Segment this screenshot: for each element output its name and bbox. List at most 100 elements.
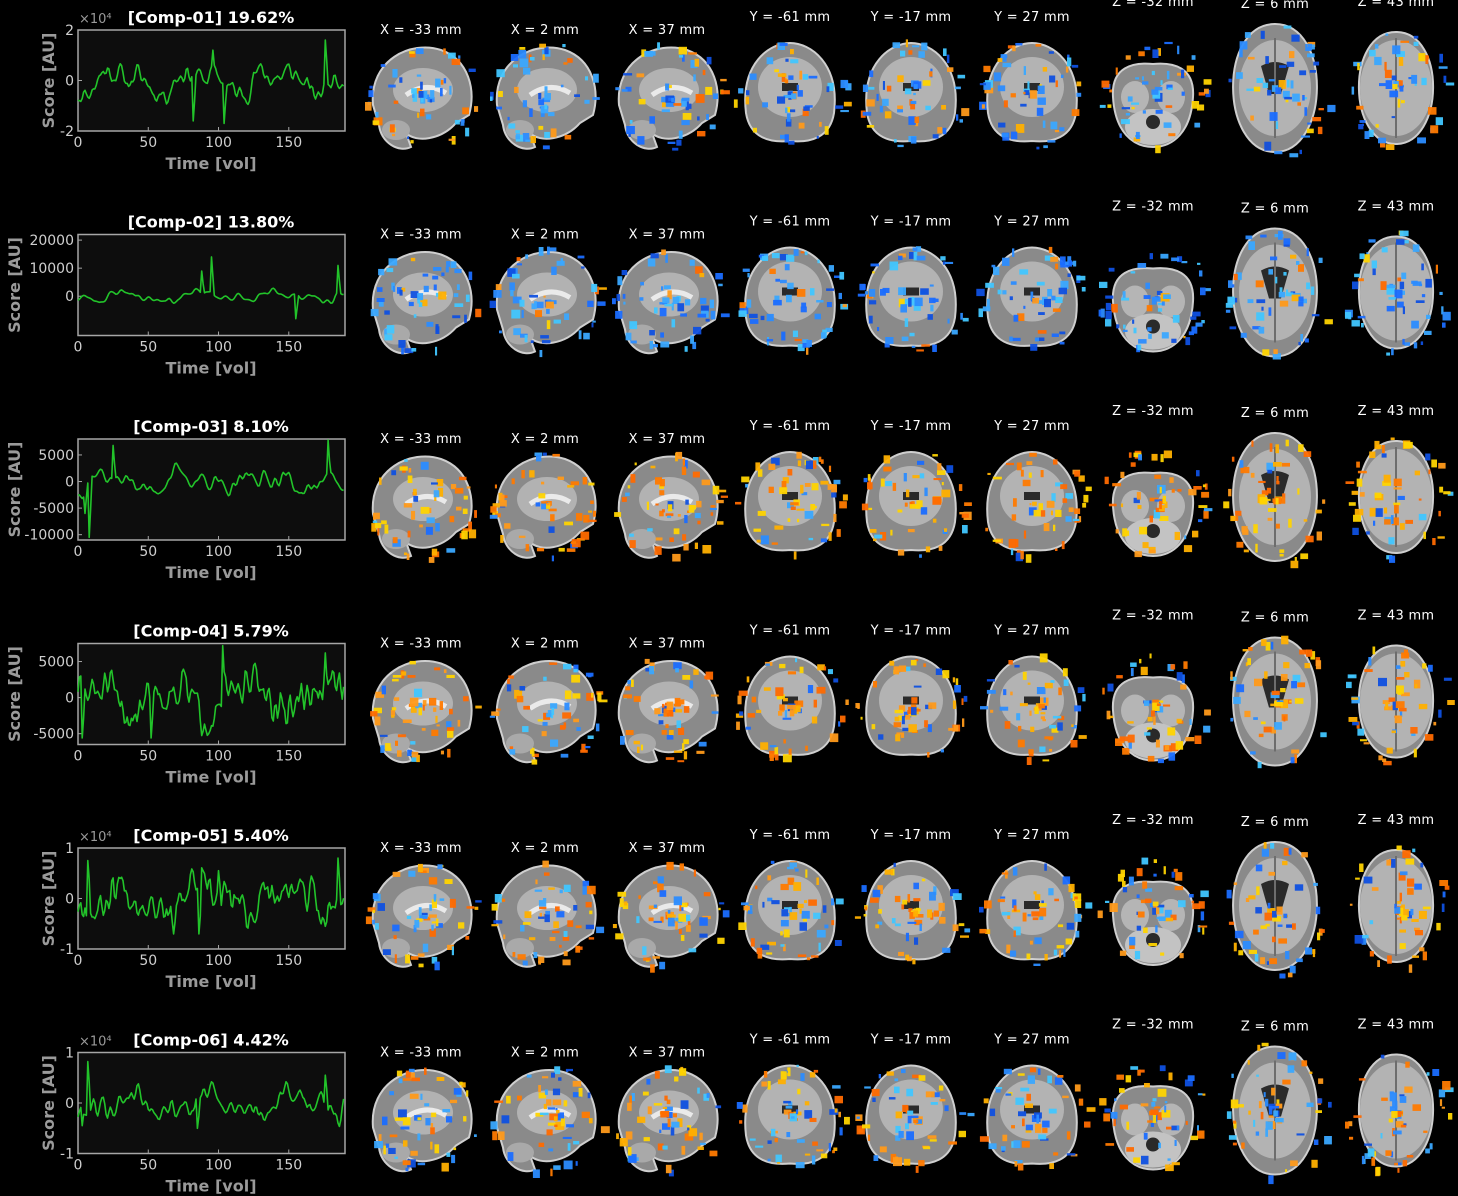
negative-activation: [1010, 131, 1018, 140]
positive-activation: [1137, 911, 1145, 918]
positive-activation: [1301, 1060, 1308, 1067]
positive-activation: [644, 658, 650, 664]
negative-activation: [539, 350, 543, 358]
negative-activation: [414, 688, 423, 698]
positive-activation: [1176, 718, 1182, 724]
negative-activation: [1038, 1134, 1047, 1140]
positive-activation: [947, 67, 954, 72]
positive-activation: [797, 1088, 801, 1095]
positive-activation: [1171, 489, 1175, 493]
negative-activation: [760, 315, 765, 321]
positive-activation: [1430, 125, 1439, 134]
negative-activation: [882, 98, 889, 106]
negative-activation: [1252, 326, 1261, 330]
positive-activation: [680, 935, 685, 941]
chart-title: [Comp-04] 5.79%: [133, 622, 288, 641]
positive-activation: [983, 65, 991, 73]
positive-activation: [767, 875, 772, 881]
positive-activation: [705, 86, 713, 95]
positive-activation: [1013, 930, 1016, 937]
negative-activation: [1419, 283, 1423, 287]
positive-activation: [391, 715, 395, 718]
negative-activation: [898, 1131, 904, 1138]
positive-activation: [1156, 703, 1161, 706]
negative-activation: [426, 114, 432, 120]
negative-activation: [980, 706, 989, 710]
positive-activation: [674, 750, 683, 753]
positive-activation: [657, 883, 664, 893]
positive-activation: [1198, 505, 1208, 508]
negative-activation: [597, 301, 606, 306]
positive-activation: [684, 1133, 694, 1141]
negative-activation: [1181, 91, 1185, 96]
positive-activation: [444, 879, 453, 884]
negative-activation: [547, 710, 552, 717]
positive-activation: [666, 701, 674, 710]
positive-activation: [1025, 1127, 1032, 1133]
negative-activation: [1037, 1068, 1041, 1075]
negative-activation: [1041, 900, 1044, 905]
negative-activation: [582, 886, 590, 895]
negative-activation: [1125, 113, 1130, 116]
positive-activation: [648, 917, 654, 922]
corpus-callosum: [650, 698, 694, 711]
positive-activation: [553, 921, 559, 928]
positive-activation: [692, 471, 700, 478]
brain-slice: Y = -17 mm: [860, 10, 970, 148]
positive-activation: [458, 922, 465, 929]
positive-activation: [373, 512, 380, 520]
negative-activation: [911, 706, 917, 716]
negative-activation: [1369, 49, 1376, 57]
positive-activation: [1120, 471, 1125, 478]
y-tick-label: 0: [65, 475, 74, 491]
cerebellum: [628, 324, 656, 345]
positive-activation: [777, 73, 787, 77]
negative-activation: [628, 132, 631, 137]
positive-activation: [688, 1128, 698, 1137]
positive-activation: [535, 310, 542, 318]
positive-activation: [695, 94, 705, 103]
negative-activation: [700, 297, 707, 305]
positive-activation: [1447, 700, 1455, 705]
positive-activation: [1174, 886, 1184, 891]
positive-activation: [816, 877, 819, 885]
positive-activation: [1401, 652, 1410, 659]
negative-activation: [866, 86, 875, 90]
positive-activation: [1268, 871, 1275, 876]
positive-activation: [1074, 508, 1081, 514]
negative-activation: [989, 1108, 996, 1117]
negative-activation: [804, 251, 808, 256]
positive-activation: [462, 528, 471, 532]
positive-activation: [1382, 758, 1387, 762]
positive-activation: [1371, 887, 1379, 891]
positive-activation: [867, 1134, 871, 1141]
positive-activation: [915, 914, 924, 918]
negative-activation: [544, 1089, 548, 1095]
negative-activation: [592, 97, 600, 100]
positive-activation: [563, 951, 568, 957]
negative-activation: [535, 502, 541, 507]
negative-activation: [993, 266, 1000, 276]
negative-activation: [699, 917, 708, 926]
x-tick-label: 100: [205, 340, 232, 356]
slice-label: Y = -17 mm: [870, 419, 952, 434]
negative-activation: [1133, 497, 1140, 504]
positive-activation: [787, 704, 796, 710]
negative-activation: [661, 96, 668, 103]
negative-activation: [736, 1102, 743, 1109]
negative-activation: [452, 315, 461, 319]
positive-activation: [499, 500, 507, 507]
positive-activation: [985, 527, 989, 532]
corpus-callosum: [528, 1107, 572, 1120]
negative-activation: [1375, 508, 1383, 517]
negative-activation: [911, 345, 916, 348]
negative-activation: [1035, 337, 1045, 341]
positive-activation: [640, 744, 644, 751]
brain-slice: Z = -32 mm: [1099, 0, 1212, 154]
positive-activation: [558, 547, 565, 552]
negative-activation: [1439, 53, 1443, 63]
negative-activation: [519, 299, 525, 307]
positive-activation: [702, 545, 712, 554]
ventricle: [782, 83, 798, 91]
negative-activation: [1313, 882, 1318, 886]
